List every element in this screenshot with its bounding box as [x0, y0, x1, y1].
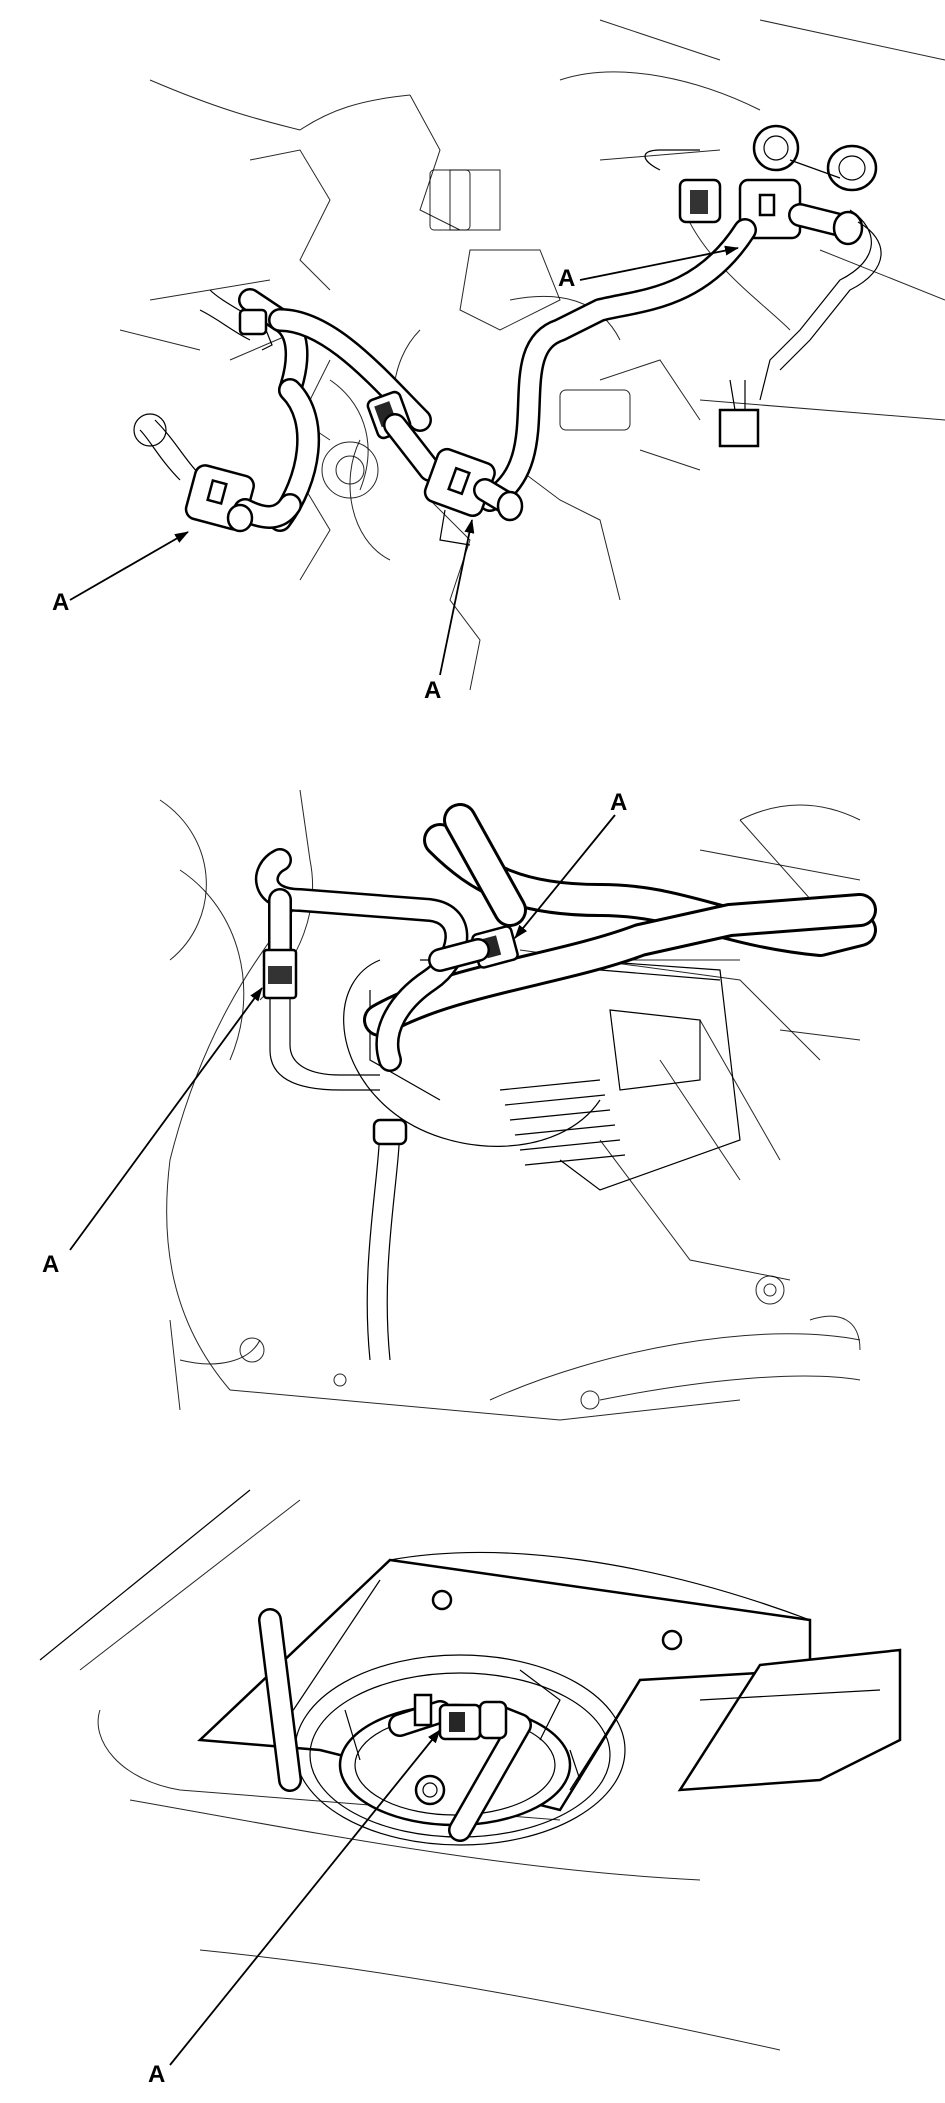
- panel-3-drawing: A: [39, 1489, 902, 2088]
- callout-leader-1: [579, 245, 739, 281]
- upper-right-connector-assembly: [644, 124, 882, 448]
- left-upper-fitting: [199, 289, 273, 351]
- callout-group-panel-1: A A A: [52, 245, 739, 700]
- panel-1-drawing: A A A: [52, 19, 945, 700]
- callout-group-panel-3: A: [148, 1729, 441, 2088]
- lower-left-connector: [133, 413, 302, 533]
- callout-leader-3: [439, 519, 475, 676]
- callout-leader-4: [514, 814, 616, 939]
- callout-label-4: A: [610, 789, 627, 816]
- panel-3-access-panel-fuel-pump: A: [0, 1450, 945, 2100]
- fuel-pump-flange: [258, 1589, 683, 1846]
- callout-group-panel-2: A A: [42, 789, 627, 1278]
- panel-2-drawing: A A: [42, 789, 877, 1421]
- panel-1-engine-bay-fuel-line: A A A: [0, 0, 945, 700]
- callout-label-3: A: [424, 677, 441, 700]
- callout-leader-2: [69, 531, 189, 601]
- callout-label-5: A: [42, 1251, 59, 1278]
- underbody-background-outline: [159, 789, 861, 1421]
- callout-label-6: A: [148, 2061, 165, 2088]
- callout-label-1: A: [558, 265, 575, 292]
- main-fuel-hose: [238, 218, 757, 532]
- callout-leader-5: [69, 987, 263, 1251]
- floor-outline: [39, 1489, 781, 2051]
- panel-2-fuel-tank-area: A A: [0, 760, 945, 1450]
- middle-connector: [366, 390, 524, 546]
- callout-leader-6: [169, 1729, 441, 2066]
- callout-label-2: A: [52, 589, 69, 616]
- pump-ribs: [499, 1079, 626, 1166]
- fuel-line-with-connector: [254, 848, 519, 1361]
